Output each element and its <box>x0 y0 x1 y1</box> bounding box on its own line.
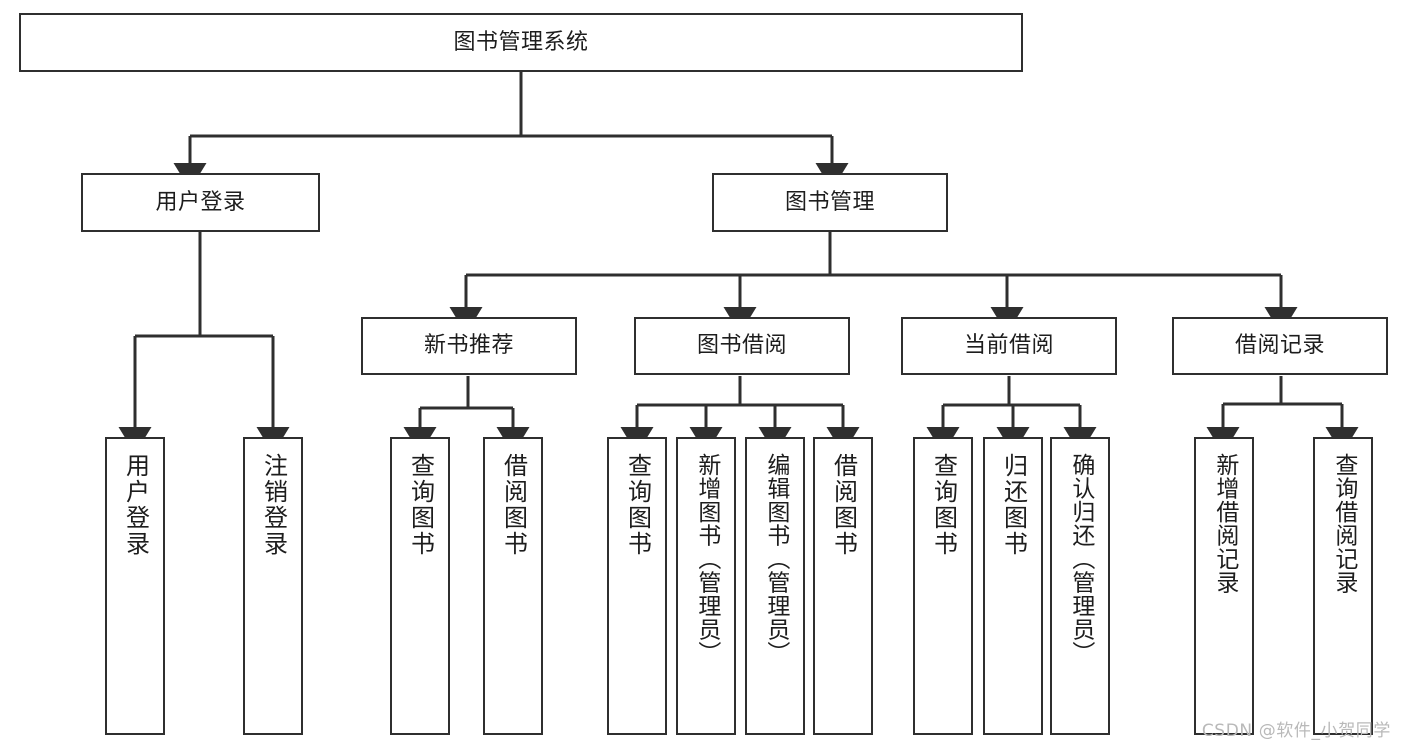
leaf-book-borrow-query[interactable]: 查询图书 <box>607 437 667 735</box>
node-user-login[interactable]: 用户登录 <box>81 173 320 232</box>
leaf-new-book-borrow[interactable]: 借阅图书 <box>483 437 543 735</box>
node-book-borrow-label: 图书借阅 <box>696 333 787 359</box>
leaf-user-login-logout-label: 注销登录 <box>259 453 288 557</box>
node-book-management-label: 图书管理 <box>784 189 875 215</box>
node-new-book-recommend[interactable]: 新书推荐 <box>361 317 577 375</box>
leaf-borrow-record-query[interactable]: 查询借阅记录 <box>1313 437 1373 735</box>
leaf-new-book-borrow-label: 借阅图书 <box>499 453 528 557</box>
node-root[interactable]: 图书管理系统 <box>19 13 1023 72</box>
node-borrow-record-label: 借阅记录 <box>1234 333 1325 359</box>
leaf-new-book-query[interactable]: 查询图书 <box>390 437 450 735</box>
leaf-borrow-record-add[interactable]: 新增借阅记录 <box>1194 437 1254 735</box>
leaf-user-login-login-label: 用户登录 <box>121 453 150 557</box>
node-root-label: 图书管理系统 <box>453 29 589 55</box>
leaf-current-borrow-query[interactable]: 查询图书 <box>913 437 973 735</box>
leaf-borrow-record-query-label: 查询借阅记录 <box>1330 453 1357 594</box>
leaf-book-borrow-query-label: 查询图书 <box>623 453 652 557</box>
node-borrow-record[interactable]: 借阅记录 <box>1172 317 1388 375</box>
leaf-book-borrow-borrow-label: 借阅图书 <box>829 453 858 557</box>
node-book-management[interactable]: 图书管理 <box>712 173 948 232</box>
node-book-borrow[interactable]: 图书借阅 <box>634 317 850 375</box>
node-current-borrow-label: 当前借阅 <box>963 333 1054 359</box>
leaf-new-book-query-label: 查询图书 <box>406 453 435 557</box>
node-user-login-label: 用户登录 <box>155 189 246 215</box>
leaf-current-borrow-query-label: 查询图书 <box>929 453 958 557</box>
leaf-current-borrow-return-label: 归还图书 <box>999 453 1028 557</box>
leaf-book-borrow-add-label: 新增图书（管理员） <box>693 453 720 665</box>
leaf-book-borrow-borrow[interactable]: 借阅图书 <box>813 437 873 735</box>
leaf-book-borrow-edit[interactable]: 编辑图书（管理员） <box>745 437 805 735</box>
leaf-book-borrow-edit-label: 编辑图书（管理员） <box>762 453 789 665</box>
leaf-borrow-record-add-label: 新增借阅记录 <box>1211 453 1238 594</box>
leaf-current-borrow-return[interactable]: 归还图书 <box>983 437 1043 735</box>
leaf-current-borrow-confirm-label: 确认归还（管理员） <box>1067 453 1094 665</box>
leaf-book-borrow-add[interactable]: 新增图书（管理员） <box>676 437 736 735</box>
leaf-user-login-login[interactable]: 用户登录 <box>105 437 165 735</box>
node-current-borrow[interactable]: 当前借阅 <box>901 317 1117 375</box>
leaf-user-login-logout[interactable]: 注销登录 <box>243 437 303 735</box>
node-new-book-recommend-label: 新书推荐 <box>423 333 514 359</box>
leaf-current-borrow-confirm[interactable]: 确认归还（管理员） <box>1050 437 1110 735</box>
